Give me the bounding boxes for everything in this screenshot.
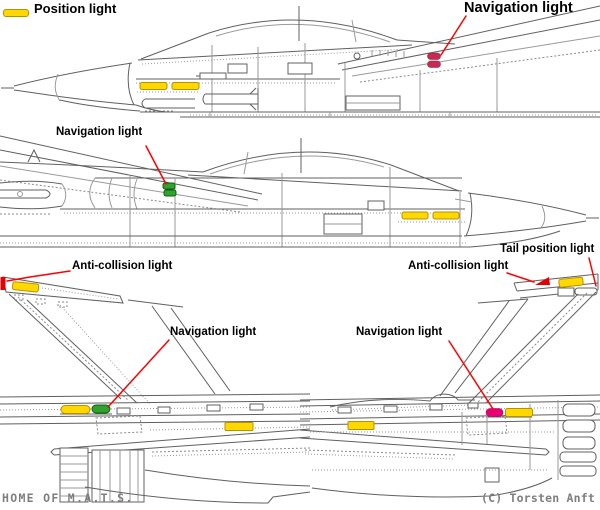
position-light-marker-fin-right — [558, 276, 584, 288]
navigation-light-marker-red-top-1 — [427, 52, 441, 60]
navigation-light-marker-red-bottom — [485, 408, 504, 417]
navigation-light-marker-green-mid-2 — [163, 189, 177, 197]
anti-collision-label-left: Anti-collision light — [72, 260, 173, 272]
navigation-light-marker-green-mid-1 — [162, 182, 176, 190]
leader-tail-position — [588, 257, 597, 287]
position-light-marker-mid-2 — [432, 211, 460, 220]
position-light-marker-top-1 — [139, 82, 168, 90]
tail-position-light-label: Tail position light — [500, 243, 595, 255]
anti-collision-label-right: Anti-collision light — [408, 260, 509, 272]
leader-nav-bottom-right — [448, 340, 494, 410]
side-view-nose-right — [0, 135, 599, 248]
copyright-text: (C) Torsten Anft — [481, 491, 595, 505]
position-light-marker-nacelle-right — [347, 421, 375, 430]
tail-view-right — [299, 273, 600, 498]
position-light-legend-swatch — [3, 9, 29, 17]
position-light-marker-fin-left — [11, 281, 40, 293]
tail-position-light-marker — [574, 287, 598, 296]
navigation-light-label-bottom-left: Navigation light — [170, 326, 257, 338]
position-light-label: Position light — [34, 1, 117, 16]
navigation-light-marker-red-top-2 — [427, 60, 441, 68]
position-light-marker-top-2 — [171, 82, 200, 90]
anti-collision-light-marker-left — [0, 277, 6, 290]
leader-nav-bottom-left — [107, 339, 170, 408]
navigation-light-label-mid: Navigation light — [56, 126, 143, 138]
anti-collision-light-marker-right — [535, 277, 550, 285]
navigation-light-label-bottom-right: Navigation light — [356, 326, 443, 338]
site-name-text: HOME OF M.A.T.S. — [2, 491, 134, 505]
leader-anti-collision-left — [6, 270, 71, 282]
leader-nav-mid — [145, 145, 167, 185]
navigation-light-marker-green-bottom — [91, 404, 111, 414]
position-light-marker-mid-1 — [401, 211, 429, 220]
position-light-marker-glove-left — [60, 405, 91, 414]
position-light-marker-nacelle-left — [224, 422, 254, 431]
leader-lines — [6, 15, 597, 410]
leader-anti-collision-right — [506, 272, 535, 283]
position-light-marker-glove-right — [505, 408, 533, 417]
leader-nav-top — [440, 15, 467, 56]
side-view-nose-left — [1, 5, 600, 118]
navigation-light-label-top: Navigation light — [464, 0, 573, 16]
tail-view-left — [0, 276, 311, 504]
